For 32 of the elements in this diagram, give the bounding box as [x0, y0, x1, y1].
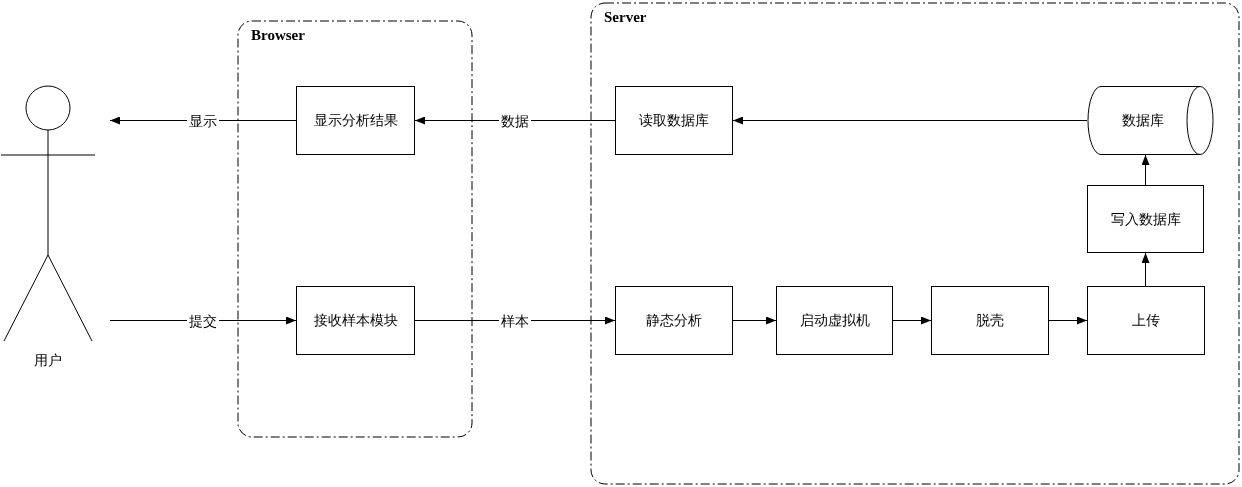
actor-label: 用户: [33, 351, 63, 370]
arrow: [732, 316, 777, 325]
node-label: 显示分析结果: [313, 111, 398, 130]
process-box: [615, 286, 733, 355]
group-title: Browser: [251, 26, 305, 45]
process-box: [296, 286, 415, 355]
node-label: 接收样本模块: [313, 311, 398, 330]
process-box: [296, 86, 415, 155]
edge-label: 数据: [499, 113, 531, 128]
arrow: [892, 316, 932, 325]
node-label: 写入数据库: [1110, 209, 1181, 229]
node-label: 静态分析: [646, 311, 702, 330]
node-label: 上传: [1132, 311, 1160, 330]
edge-label: 样本: [499, 313, 531, 328]
process-box: [931, 286, 1049, 355]
process-box: [615, 86, 733, 155]
process-box: [1087, 286, 1205, 355]
node-label: 数据库: [1121, 111, 1165, 130]
arrow: [1048, 316, 1088, 325]
edge-label: 提交: [187, 313, 219, 328]
group-frame: [237, 20, 473, 438]
process-box: [1087, 185, 1204, 253]
process-box: [776, 286, 893, 355]
edge-label: 显示: [187, 113, 219, 128]
node-label: 脱壳: [976, 311, 1004, 330]
group-frame: [590, 2, 1240, 485]
node-label: 启动虚拟机: [799, 311, 870, 330]
arrow: [1141, 252, 1150, 287]
group-title: Server: [604, 8, 647, 27]
node-label: 读取数据库: [639, 111, 709, 130]
arrow: [1141, 154, 1150, 186]
arrow: [732, 116, 1088, 125]
